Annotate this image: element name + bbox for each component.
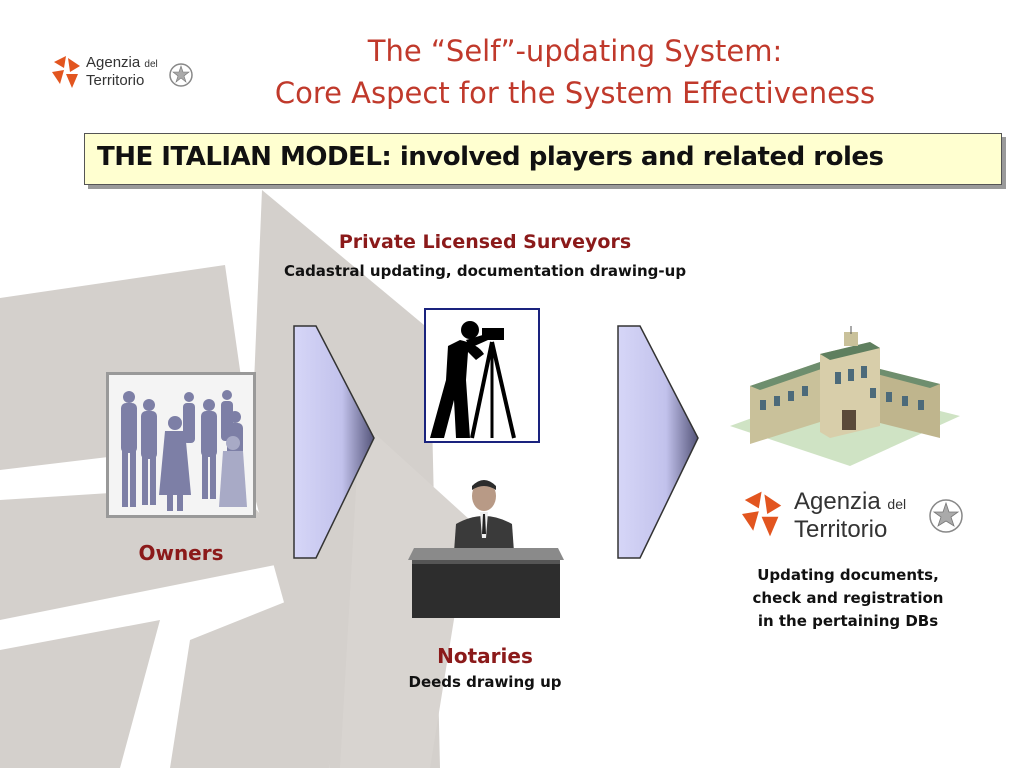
surveyor-with-tripod-icon <box>430 321 516 439</box>
owners-title: Owners <box>138 541 224 565</box>
flow-arrow-icon <box>617 325 699 559</box>
agency-description-line-1: Updating documents, <box>757 566 939 584</box>
agency-logo-main: Agenzia del Territorio <box>738 484 968 546</box>
section-banner: THE ITALIAN MODEL: involved players and … <box>84 133 1002 185</box>
italian-republic-emblem-icon <box>929 499 963 533</box>
surveyors-description: Cadastral updating, documentation drawin… <box>283 262 687 280</box>
notaries-description: Deeds drawing up <box>408 673 562 691</box>
people-group-icon <box>121 390 247 511</box>
agency-building-icon <box>730 326 960 466</box>
agency-description-line-2: check and registration <box>752 589 944 607</box>
slide-title: The “Self”-updating System: Core Aspect … <box>230 30 920 114</box>
logo-word-del: del <box>144 59 158 70</box>
surveyors-title: Private Licensed Surveyors <box>338 231 632 253</box>
agenzia-logo-icon <box>742 491 782 537</box>
flow-arrow-icon <box>293 325 375 559</box>
logo-word-del: del <box>887 496 907 512</box>
agency-description: Updating documents, check and registrati… <box>718 564 978 633</box>
italian-republic-emblem-icon <box>169 63 193 87</box>
agency-building-image <box>730 326 960 466</box>
title-line-2: Core Aspect for the System Effectiveness <box>274 76 876 110</box>
owners-image <box>106 372 256 518</box>
logo-word-territorio: Territorio <box>86 72 145 89</box>
title-line-1: The “Self”-updating System: <box>367 34 783 68</box>
logo-word-agenzia: Agenzia <box>86 54 141 71</box>
logo-word-territorio: Territorio <box>794 516 888 543</box>
agency-logo-header: Agenzia del Territorio <box>50 50 210 98</box>
notary-at-desk-icon <box>408 480 564 618</box>
banner-text: THE ITALIAN MODEL: involved players and … <box>97 142 884 172</box>
surveyor-image <box>424 308 540 443</box>
agenzia-logo-icon <box>52 56 80 88</box>
agency-description-line-3: in the pertaining DBs <box>757 612 939 630</box>
notary-image <box>404 474 566 624</box>
logo-word-agenzia: Agenzia <box>794 488 881 515</box>
notaries-title: Notaries <box>437 644 533 668</box>
